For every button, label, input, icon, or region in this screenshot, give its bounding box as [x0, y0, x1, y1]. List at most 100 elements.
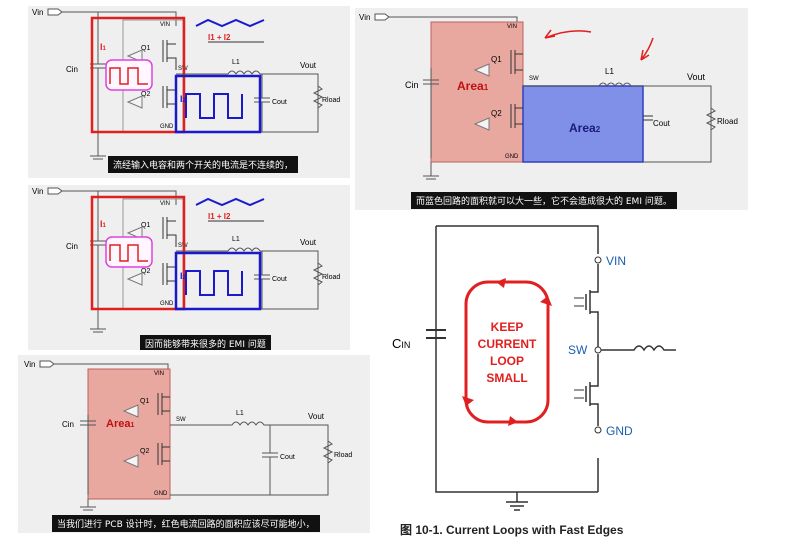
i1-waveform [109, 244, 148, 262]
rload-resistor [322, 440, 334, 464]
vin-terminal [47, 187, 63, 195]
cin-label: Cin [62, 420, 74, 429]
vout-label: Vout [300, 61, 317, 70]
rload-label: Rload [322, 97, 340, 104]
cout-label: Cout [280, 454, 295, 461]
vin-terminal [374, 13, 390, 21]
vin-label: Vin [359, 13, 370, 22]
vin-terminal [39, 360, 55, 368]
buck-diagram-discontinuous-current: Vin Cin VIN GND Q1 Q2 SW L1 Vout Cout Rl… [32, 8, 340, 160]
low-side-mosfet [585, 354, 599, 426]
circuit-panel-3: Vin Cin VIN GND Q1 Q2 Area1 SW L1 Vout C… [18, 355, 370, 533]
vin-terminal [47, 8, 63, 16]
i1-label: I1 [100, 219, 107, 229]
sum-waveform [195, 197, 265, 207]
i2-label: I2 [180, 94, 187, 104]
vin-pin-label: VIN [154, 371, 164, 377]
sum-label: I1 + I2 [208, 33, 231, 42]
i1-waveform-box [105, 59, 153, 91]
annotation-arrow-1 [544, 29, 592, 39]
i1-waveform [109, 67, 148, 85]
circuit-panel-4: Vin Cin VIN GND Q1 Q2 Area1 Area2 SW L1 … [355, 8, 748, 210]
cin-label: Cin [405, 80, 419, 90]
q1-mosfet [157, 393, 170, 415]
panel2-caption: 因而能够带来很多的 EMI 问题 [140, 335, 271, 350]
rload-resistor [312, 262, 324, 286]
high-side-mosfet [585, 264, 599, 350]
current-text: CURRENT [478, 337, 537, 351]
vout-label: Vout [687, 72, 706, 82]
cout-label: Cout [272, 99, 287, 106]
i1-label: I1 [100, 42, 107, 52]
vin-label: VIN [606, 254, 626, 268]
output-wiring [170, 421, 329, 496]
buck-diagram-emi: Vin Cin VIN GND Q1 Q2 SW L1 Vout Cout Rl… [32, 187, 340, 333]
cout-capacitor [643, 115, 653, 121]
cin-capacitor [80, 415, 96, 495]
vin-wire [62, 11, 177, 26]
cout-label: Cout [272, 276, 287, 283]
output-wiring [176, 70, 319, 133]
area1-label: Area1 [457, 79, 489, 93]
ground-symbol [90, 321, 106, 333]
area1-region [430, 21, 524, 163]
gate-drivers [122, 404, 139, 468]
q1-mosfet [162, 40, 177, 70]
gnd-pin-label: GND [505, 154, 519, 160]
rload-resistor [705, 107, 717, 131]
rload-label: Rload [717, 117, 738, 126]
circuit-panel-2: Vin Cin VIN GND Q1 Q2 SW L1 Vout Cout Rl… [28, 185, 350, 350]
vin-label: Vin [32, 187, 43, 196]
rload-resistor [312, 85, 324, 109]
rload-label: Rload [322, 274, 340, 281]
gnd-pin [594, 426, 602, 434]
blue-current-loop [174, 74, 262, 134]
q1-label: Q1 [491, 55, 502, 64]
buck-diagram-area1-area2: Vin Cin VIN GND Q1 Q2 Area1 Area2 SW L1 … [359, 13, 738, 180]
sw-label: SW [176, 417, 186, 423]
vin-label: Vin [32, 8, 43, 17]
vout-label: Vout [300, 238, 317, 247]
cin-capacitor [90, 12, 106, 148]
annotation-arrow-2 [640, 37, 654, 61]
gate-drivers [473, 63, 490, 131]
gnd-pin-label: GND [160, 301, 174, 307]
i2-label: I2 [180, 271, 187, 281]
vin-wire [62, 190, 177, 205]
q2-label: Q2 [491, 109, 502, 118]
gate-drivers [126, 49, 143, 109]
vin-pin-label: VIN [507, 24, 517, 30]
ground-symbol [90, 148, 106, 160]
panel1-caption: 流经输入电容和两个开关的电流是不连续的， [108, 156, 299, 173]
area1-label: Area1 [106, 418, 134, 430]
l1-label: L1 [236, 410, 244, 417]
high-side-gate [574, 297, 584, 307]
cin-capacitor [426, 329, 446, 339]
cout-label: Cout [653, 119, 671, 128]
cout-capacitor [254, 74, 270, 132]
ground-symbol [423, 162, 439, 180]
cout-capacitor [262, 425, 278, 495]
q2-mosfet [162, 263, 177, 309]
inductor [601, 345, 676, 352]
area1-region [87, 368, 171, 500]
gnd-label: GND [606, 424, 633, 438]
cin-capacitor [423, 68, 439, 158]
fast-edge-loop-diagram: CIN VIN SW GND KEEP CURRENT LOOP SMALL [392, 225, 676, 511]
gate-drivers [126, 226, 143, 286]
q1-label: Q1 [140, 398, 149, 405]
vin-pin-label: VIN [160, 22, 170, 28]
i1-waveform-box [105, 236, 153, 268]
loop-text: LOOP [490, 354, 524, 368]
l1-label: L1 [605, 67, 614, 76]
cout-capacitor [254, 251, 270, 309]
current-loop-figure: CIN VIN SW GND KEEP CURRENT LOOP SMALL [376, 210, 788, 539]
sum-label: I1 + I2 [208, 212, 231, 221]
vout-label: Vout [308, 412, 325, 421]
blue-current-loop [174, 251, 262, 311]
sw-label: SW [568, 343, 588, 357]
area2-label: Area2 [569, 121, 601, 135]
q1-label: Q1 [141, 222, 150, 229]
i2-waveform [185, 93, 243, 119]
area2-region [522, 85, 644, 163]
